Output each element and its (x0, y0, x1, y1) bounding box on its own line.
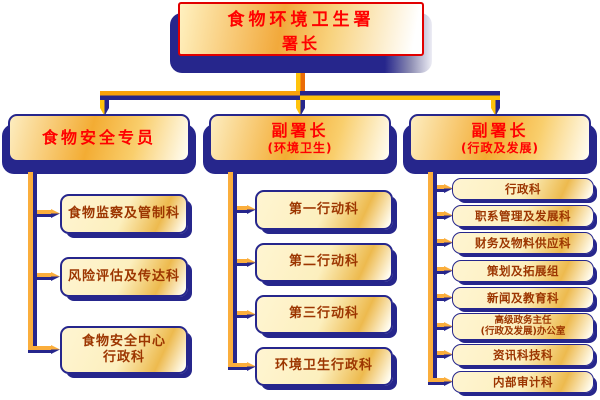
arrow-down-icon (100, 108, 109, 116)
org-node-food-safety-commissioner: 食物安全专员 (8, 114, 190, 162)
child-label: 职系管理及发展科 (475, 208, 571, 223)
child-label: 策划及拓展组 (487, 263, 559, 278)
child-label: 新闻及教育科 (487, 290, 559, 305)
child-label: 第二行动科 (288, 254, 359, 270)
connector-arm (237, 259, 247, 266)
connector-drop-left (100, 100, 109, 108)
arrow-down-icon (491, 108, 500, 116)
child-label: 第三行动科 (288, 306, 359, 322)
org-node-operations-3: 第三行动科 (255, 295, 393, 334)
arrow-right-icon (247, 310, 256, 319)
child-label-line2: (行政及发展)办公室 (480, 325, 566, 337)
arrow-right-icon (247, 362, 256, 371)
connector-arm (37, 273, 51, 280)
connector-arm (437, 267, 444, 274)
arrow-right-icon (51, 272, 60, 281)
arrow-right-icon (444, 293, 453, 302)
child-label: 食物监察及管制科 (67, 205, 180, 221)
connector-elbow (28, 346, 51, 353)
org-node-deputy-director-env-hygiene: 副署长 (环境卫生) (209, 114, 391, 162)
connector-arm (237, 206, 247, 213)
arrow-right-icon (51, 345, 60, 354)
arrow-right-icon (444, 377, 453, 386)
child-label: 资讯科技科 (493, 347, 553, 362)
org-node-risk-assessment-communication: 风险评估及传达科 (60, 257, 188, 297)
connector-arm (437, 185, 444, 192)
child-label: 行政科 (505, 181, 541, 196)
branch-subtitle: (环境卫生) (267, 140, 333, 155)
org-node-food-surveillance-control: 食物监察及管制科 (60, 194, 188, 234)
arrow-right-icon (247, 258, 256, 267)
connector-arm (437, 212, 444, 219)
org-node-senior-admin-officer-office: 高级政务主任 (行政及发展)办公室 (452, 313, 594, 340)
org-node-director: 食物环境卫生署 署长 (178, 2, 424, 56)
arrow-right-icon (247, 205, 256, 214)
arrow-down-icon (296, 108, 305, 116)
arrow-right-icon (444, 266, 453, 275)
connector-branch3-vline (428, 172, 437, 385)
org-node-information-education: 新闻及教育科 (452, 287, 594, 309)
org-node-planning-development: 策划及拓展组 (452, 260, 594, 282)
branch-title: 食物安全专员 (41, 128, 156, 147)
connector-arm (437, 294, 444, 301)
org-node-administration: 行政科 (452, 178, 594, 200)
arrow-right-icon (444, 184, 453, 193)
child-label-line2: 行政科 (102, 350, 145, 365)
connector-branch2-vline (228, 172, 237, 370)
arrow-right-icon (444, 350, 453, 359)
org-node-operations-2: 第二行动科 (255, 243, 393, 282)
arrow-right-icon (51, 209, 60, 218)
org-node-deputy-director-admin-dev: 副署长 (行政及发展) (409, 114, 591, 162)
root-title-line1: 食物环境卫生署 (227, 9, 375, 30)
branch-title: 副署长 (271, 120, 329, 140)
child-label: 风险评估及传达科 (67, 268, 180, 284)
arrow-right-icon (444, 322, 453, 331)
child-label-line1: 高级政务主任 (494, 314, 552, 326)
org-node-information-technology: 资讯科技科 (452, 344, 594, 366)
org-node-env-hygiene-admin: 环境卫生行政科 (255, 347, 393, 386)
child-label: 第一行动科 (288, 201, 359, 217)
branch-title: 副署长 (471, 120, 529, 140)
child-label: 财务及物料供应科 (475, 235, 571, 250)
connector-hbar-left (100, 91, 300, 100)
connector-hbar-right (300, 91, 500, 100)
connector-elbow (428, 378, 444, 385)
connector-arm (437, 239, 444, 246)
connector-arm (237, 311, 247, 318)
connector-arm (37, 210, 51, 217)
root-title-line2: 署长 (281, 33, 320, 53)
connector-root-stem (296, 73, 305, 92)
connector-drop-right (491, 100, 500, 108)
branch-subtitle: (行政及发展) (461, 140, 539, 155)
connector-arm (437, 323, 444, 330)
connector-drop-center (296, 100, 305, 108)
child-label: 环境卫生行政科 (274, 358, 373, 374)
org-node-operations-1: 第一行动科 (255, 190, 393, 230)
org-node-food-safety-centre-admin: 食物安全中心 行政科 (60, 326, 188, 374)
org-node-finance-supplies: 财务及物料供应科 (452, 232, 594, 254)
org-node-grade-management-development: 职系管理及发展科 (452, 205, 594, 227)
child-label-line1: 食物安全中心 (81, 333, 166, 349)
arrow-right-icon (444, 211, 453, 220)
arrow-right-icon (444, 238, 453, 247)
org-node-internal-audit: 内部审计科 (452, 371, 594, 393)
child-label: 内部审计科 (493, 374, 553, 389)
connector-arm (437, 351, 444, 358)
connector-branch1-vline (28, 172, 37, 353)
connector-elbow (228, 363, 247, 370)
